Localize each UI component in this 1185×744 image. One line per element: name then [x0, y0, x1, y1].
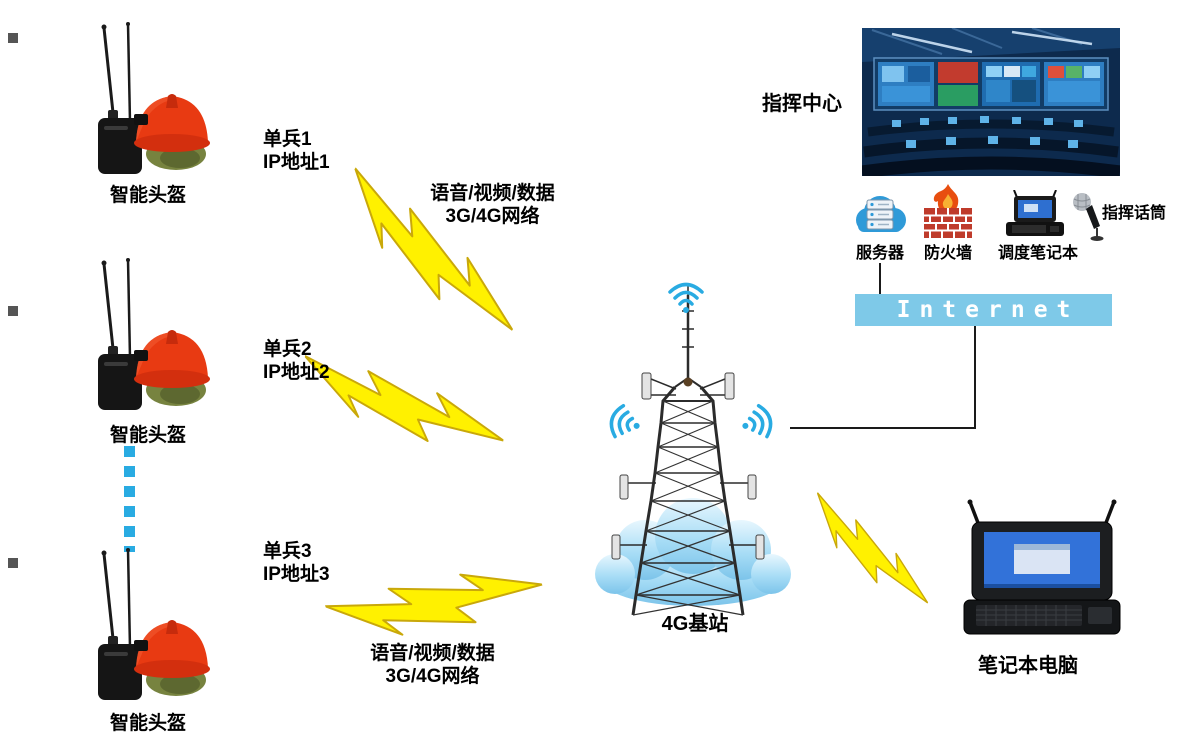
soldier1-label: 单兵1 IP地址1: [263, 128, 330, 174]
soldier2-unit: 单兵2: [263, 339, 312, 360]
wifi-signal-icon: [604, 399, 647, 446]
helmet2-label: 智能头盔: [109, 425, 186, 446]
radio-link-bottom-line2: 3G/4G网络: [385, 666, 480, 687]
lightning-bolt-icon: [323, 530, 549, 675]
soldier1-ip: IP地址1: [263, 152, 330, 173]
laptop-icon: [1004, 189, 1066, 238]
radio-link-bottom-line1: 语音/视频/数据: [370, 643, 495, 664]
control-room-photo: [861, 27, 1121, 179]
wifi-signal-icon: [734, 399, 777, 446]
wifi-signal-icon: [666, 282, 706, 316]
radio-link-bottom-label: 语音/视频/数据 3G/4G网络: [345, 642, 520, 688]
server-cloud-icon: [852, 186, 908, 238]
crop-artifact-square: [8, 306, 18, 316]
command-center-label: 指挥中心: [762, 93, 842, 115]
helmet-radio-icon: [88, 22, 213, 182]
rugged-laptop-icon: [958, 498, 1128, 646]
server-label: 服务器: [855, 245, 904, 262]
firewall-icon: [922, 184, 974, 240]
helmet3-label: 智能头盔: [109, 713, 186, 734]
helmet-radio-icon: [88, 548, 213, 708]
connector-server-internet: [879, 263, 881, 294]
crop-artifact-square: [8, 33, 18, 43]
soldier2-label: 单兵2 IP地址2: [263, 338, 330, 384]
lightning-bolt-icon: [293, 348, 513, 461]
crop-artifact-square: [8, 558, 18, 568]
dashed-continuation-link: [124, 446, 135, 552]
firewall-label: 防火墙: [923, 245, 972, 262]
soldier2-ip: IP地址2: [263, 362, 330, 383]
lightning-bolt-icon: [316, 162, 544, 349]
soldier3-unit: 单兵3: [263, 541, 312, 562]
internet-bar: Internet: [855, 294, 1112, 326]
helmet1-label: 智能头盔: [109, 185, 186, 206]
cell-tower-icon: [588, 283, 788, 618]
soldier3-ip: IP地址3: [263, 564, 330, 585]
soldier1-unit: 单兵1: [263, 129, 312, 150]
radio-link-top-line2: 3G/4G网络: [445, 206, 540, 227]
microphone-icon: [1070, 190, 1104, 242]
field-laptop-label: 笔记本电脑: [978, 655, 1078, 677]
microphone-label: 指挥话筒: [1102, 205, 1167, 222]
dispatch-laptop-label: 调度笔记本: [997, 245, 1078, 262]
lightning-bolt-icon: [791, 488, 950, 616]
radio-link-top-line1: 语音/视频/数据: [430, 183, 555, 204]
helmet-radio-icon: [88, 258, 213, 418]
soldier3-label: 单兵3 IP地址3: [263, 540, 330, 586]
base-station-label: 4G基站: [661, 613, 729, 635]
connector-internet-down: [974, 326, 976, 429]
connector-internet-tower: [790, 427, 976, 429]
radio-link-top-label: 语音/视频/数据 3G/4G网络: [405, 182, 580, 228]
